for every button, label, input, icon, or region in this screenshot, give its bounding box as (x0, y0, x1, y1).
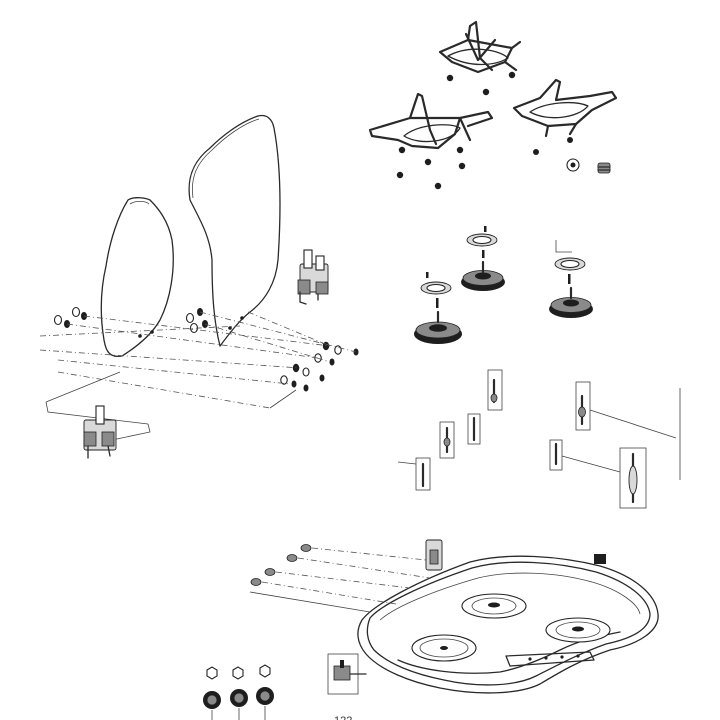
tray-connector (425, 539, 606, 571)
gas-inlet-fitting (327, 653, 367, 695)
panel-fixing-points (138, 316, 244, 338)
tray-screws (249, 544, 431, 613)
burner-left (414, 272, 462, 344)
assembly-lines-left (39, 311, 357, 441)
burner-hole-right (545, 617, 611, 643)
burner-small-top (461, 226, 505, 291)
part-number-label: 122 (334, 715, 352, 720)
control-knob-nuts (206, 664, 271, 680)
burner-right (549, 240, 593, 318)
pan-support-feet-right (533, 137, 611, 174)
pan-support-feet-top (446, 71, 516, 96)
pan-support-top (438, 20, 522, 74)
burner-hole-top (461, 593, 527, 619)
glass-panel-front (100, 197, 174, 358)
pan-support-feet-left (396, 146, 466, 190)
thermocouple-group (397, 369, 681, 509)
glass-panel-back (188, 114, 281, 347)
burner-hole-left (411, 634, 477, 662)
gas-rail (505, 651, 595, 667)
panel-screws-right (280, 341, 359, 392)
pan-support-right (512, 78, 618, 138)
hinge-bracket-left (83, 405, 117, 459)
pan-support-left (368, 92, 494, 150)
hinge-bracket-right (297, 249, 329, 305)
control-knobs (203, 687, 274, 720)
hob-tray (357, 555, 659, 694)
